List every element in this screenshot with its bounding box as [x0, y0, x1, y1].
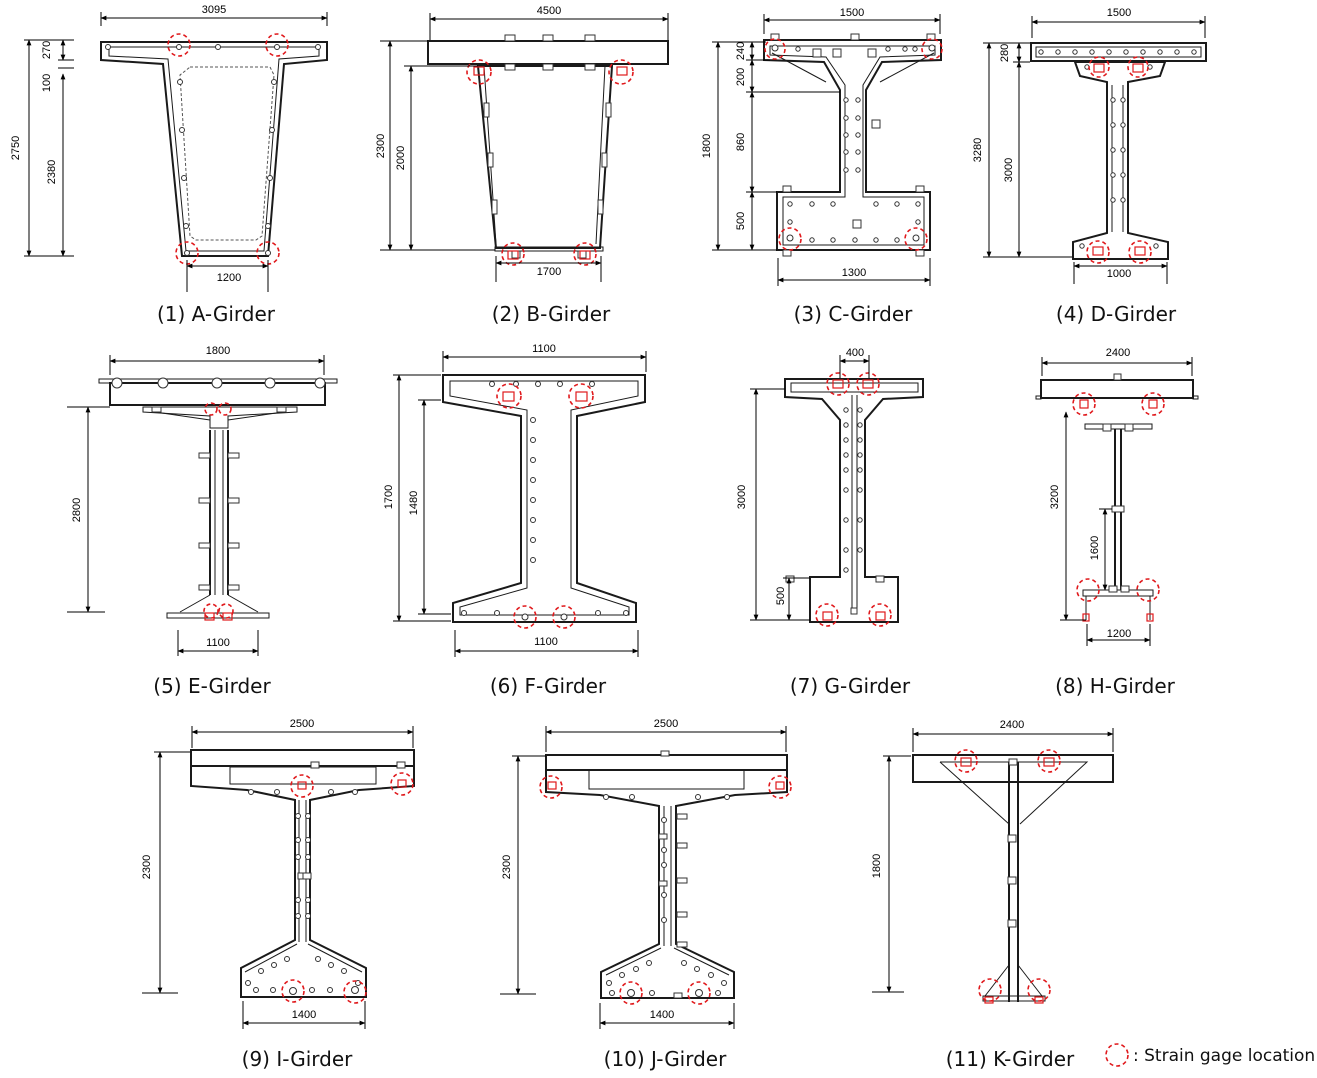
j-girder: 2500 2300 1400 (10) J-Girder: [500, 718, 792, 1071]
dim-label: 100: [41, 74, 53, 92]
dim-label: 500: [775, 587, 787, 605]
dim-label: 1300: [842, 267, 866, 279]
dim-label: 2380: [46, 160, 58, 184]
dim-label: 1800: [871, 854, 883, 878]
i-girder: 2500 2300 1400 (9) I-Girder: [141, 718, 415, 1071]
dim-label: 1100: [532, 343, 556, 355]
e-girder: 1800 2800 1100 (5) E-Girder: [67, 345, 338, 698]
a-girder: 3095 2750 270 100 2380 1200 (1) A-Girder: [10, 4, 328, 326]
dim-label: 2750: [10, 136, 22, 160]
dim-label: 3200: [1049, 485, 1061, 509]
dim-label: 4500: [537, 5, 561, 17]
dim-label: 1200: [1107, 628, 1131, 640]
dim-label: 2400: [1000, 719, 1024, 731]
dim-label: 1800: [206, 345, 230, 357]
dim-label: 2300: [501, 855, 513, 879]
dim-label: 1700: [383, 485, 395, 509]
caption-c-girder: (3) C-Girder: [794, 302, 914, 326]
c-girder: 1500 1800 240 200 860 500 1300 (3) C-Gir…: [701, 7, 943, 326]
caption-e-girder: (5) E-Girder: [153, 674, 271, 698]
dim-label: 2000: [395, 146, 407, 170]
dim-label: 1400: [650, 1009, 674, 1021]
dim-label: 860: [735, 133, 747, 151]
dim-label: 2300: [375, 134, 387, 158]
dim-label: 3095: [202, 4, 226, 16]
dim-label: 2800: [71, 498, 83, 522]
caption-i-girder: (9) I-Girder: [242, 1047, 353, 1071]
caption-j-girder: (10) J-Girder: [604, 1047, 727, 1071]
k-girder: 2400 1800 (11) K-Girder: [871, 719, 1114, 1071]
h-girder: 2400 3200 1600 1200 (8) H-Girder: [1035, 347, 1199, 698]
dim-label: 1400: [292, 1009, 316, 1021]
dim-label: 200: [735, 68, 747, 86]
dim-label: 1200: [217, 272, 241, 284]
b-girder: 4500 2300 2000 1700 (2) B-Girder: [375, 5, 669, 326]
g-girder: 400 3000 500 (7) G-Girder: [736, 347, 924, 698]
caption-g-girder: (7) G-Girder: [790, 674, 911, 698]
dim-label: 280: [999, 44, 1011, 62]
legend-label: : Strain gage location: [1133, 1046, 1315, 1066]
dim-label: 2400: [1106, 347, 1130, 359]
dim-label: 2500: [654, 718, 678, 730]
caption-h-girder: (8) H-Girder: [1055, 674, 1176, 698]
dim-label: 500: [735, 212, 747, 230]
caption-a-girder: (1) A-Girder: [157, 302, 276, 326]
dim-label: 1800: [701, 134, 713, 158]
dim-label: 3000: [736, 485, 748, 509]
dim-label: 400: [846, 347, 864, 359]
dim-label: 1600: [1089, 536, 1101, 560]
dim-label: 1500: [840, 7, 864, 19]
dim-label: 2500: [290, 718, 314, 730]
dim-label: 1000: [1107, 268, 1131, 280]
dim-label: 3000: [1003, 158, 1015, 182]
caption-f-girder: (6) F-Girder: [490, 674, 607, 698]
dim-label: 1100: [534, 636, 558, 648]
dim-label: 1100: [206, 637, 230, 649]
dim-label: 1700: [537, 266, 561, 278]
dim-label: 270: [41, 41, 53, 59]
dim-label: 240: [735, 42, 747, 60]
dim-label: 3280: [972, 138, 984, 162]
f-girder: 1100 1700 1480 1100 (6) F-Girder: [383, 343, 647, 698]
d-girder: 1500 3280 280 3000 1000 (4) D-Girder: [972, 7, 1207, 326]
strain-gage-legend-icon: [1105, 1043, 1129, 1067]
dim-label: 1480: [408, 491, 420, 515]
caption-b-girder: (2) B-Girder: [492, 302, 611, 326]
caption-k-girder: (11) K-Girder: [946, 1047, 1075, 1071]
legend: : Strain gage location: [1105, 1043, 1315, 1067]
caption-d-girder: (4) D-Girder: [1056, 302, 1177, 326]
dim-label: 2300: [141, 855, 153, 879]
dim-label: 1500: [1107, 7, 1131, 19]
